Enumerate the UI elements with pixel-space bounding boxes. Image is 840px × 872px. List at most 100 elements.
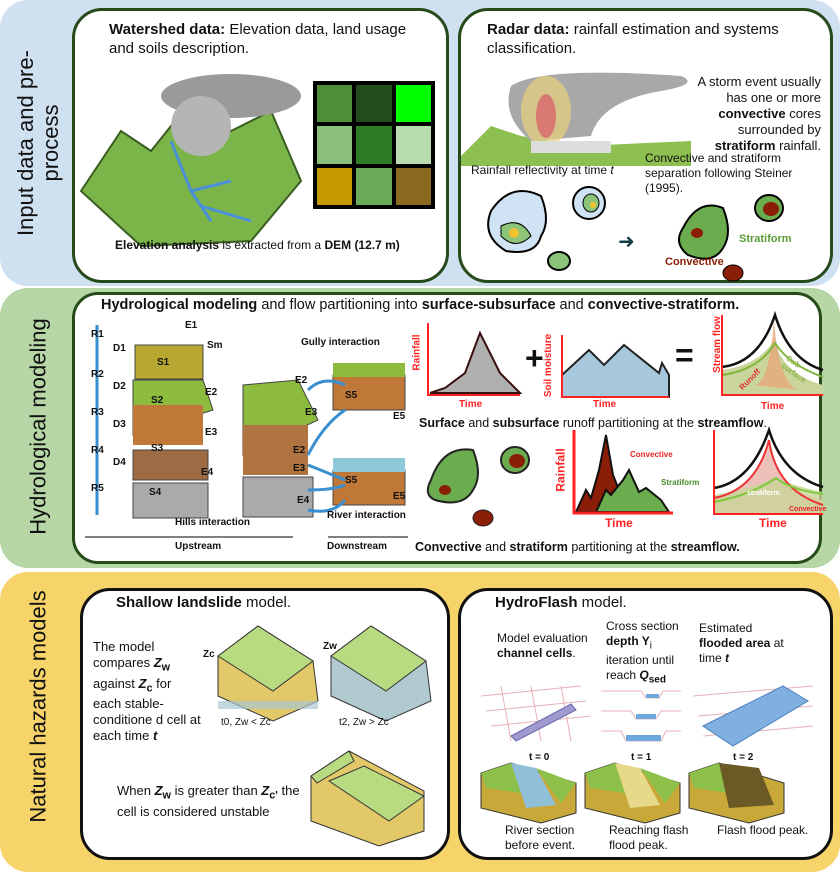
axis-label-rainfall: Rainfall: [411, 334, 423, 371]
cross-section-illustration: [601, 690, 681, 742]
layer-label-e2-river: E2: [293, 445, 306, 456]
flood-peak-illustration: [688, 762, 785, 824]
layer-label-e4-river: E4: [297, 495, 310, 506]
stratiform-chart-label: Stratiform: [661, 478, 700, 487]
hydroflash-title: HydroFlash model.: [495, 594, 627, 611]
river-before-event-illustration: [480, 762, 577, 824]
layer-label-e3-river: E3: [293, 463, 306, 474]
dem-cell: [317, 167, 353, 205]
arrow-icon: ➜: [618, 231, 635, 253]
hills-interaction-label: Hills interaction: [175, 517, 251, 528]
hydro-section-label: Hydrological modeling: [25, 318, 51, 535]
streamflow-chart: [721, 310, 824, 396]
layer-label-s3: S3: [151, 443, 164, 454]
rainfall-hydrograph: [427, 323, 523, 396]
storm-cloud-illustration: [461, 72, 691, 166]
stratiform-label: Stratiform: [739, 233, 792, 245]
layer-label-d1: D1: [113, 343, 126, 354]
cross-section-text: Cross section depth Yi iteration until r…: [606, 619, 679, 686]
hydro-panel: Hydrological modeling and flow partition…: [72, 292, 826, 564]
axis-label-time-4: Time: [605, 516, 633, 530]
unstable-description: When Zw is greater than Zc' the cell is …: [117, 783, 300, 819]
layer-label-d2: D2: [113, 381, 126, 392]
dem-cell: [395, 126, 431, 164]
radar-panel: Radar data: rainfall estimation and syst…: [458, 8, 833, 283]
layer-label-r3: R3: [91, 407, 104, 418]
watershed-panel: Watershed data: Elevation data, land usa…: [72, 8, 449, 283]
layer-label-r4: R4: [91, 445, 104, 456]
convective-label: Convective: [665, 256, 724, 268]
layer-label-s1: S1: [157, 357, 170, 368]
dem-cell: [317, 126, 353, 164]
river-interaction-label: River interaction: [327, 510, 406, 521]
gully-interaction-label: Gully interaction: [301, 337, 380, 348]
dem-cell: [356, 85, 392, 123]
layer-label-e2-gully: E2: [295, 375, 308, 386]
axis-label-time: Time: [459, 399, 483, 410]
layer-label-e3-gully: E3: [305, 407, 318, 418]
layer-label-s2: S2: [151, 395, 164, 406]
reflectivity-caption: Rainfall reflectivity at time t: [471, 163, 614, 177]
dem-cell: [395, 85, 431, 123]
layer-label-e2: E2: [205, 387, 218, 398]
watershed-title: Watershed data: Elevation data, land usa…: [109, 21, 407, 57]
radar-title: Radar data: rainfall estimation and syst…: [487, 21, 779, 57]
layer-label-sm: Sm: [207, 340, 223, 351]
channel-cells-illustration: [480, 685, 592, 742]
convective-small-label: Convective: [789, 506, 827, 513]
landslide-block-t2: [330, 625, 432, 722]
soil-moisture-chart: [561, 335, 670, 398]
layer-label-e5-gully: E5: [393, 411, 406, 422]
surface-caption: Surface and subsurface runoff partitioni…: [419, 416, 767, 430]
axis-label-soil-moisture: Soil moisture: [543, 333, 555, 398]
landslide-block-t0: [217, 625, 319, 722]
layer-label-d4: D4: [113, 457, 126, 468]
input-section-label: Input data and pre-process: [13, 50, 63, 236]
hydroflash-panel: HydroFlash model. Model evaluation chann…: [458, 588, 833, 860]
landslide-description: The model compares Zw against Zc for eac…: [93, 639, 201, 744]
flooded-area-illustration: [692, 685, 814, 747]
layer-label-s5-river: S5: [345, 475, 358, 486]
convective-caption: Convective and stratiform partitioning a…: [415, 540, 740, 554]
dem-cell: [317, 85, 353, 123]
reaching-peak-caption: Reaching flash flood peak.: [609, 823, 689, 852]
t0-label: t = 0: [529, 752, 550, 763]
hazards-section-label: Natural hazards models: [25, 590, 51, 823]
t0-label: t0, Zw < Zc: [221, 717, 271, 728]
downstream-label: Downstream: [327, 541, 388, 552]
zc-label: Zc: [203, 649, 215, 660]
dem-caption: Elevation analysis is extracted from a D…: [115, 238, 400, 252]
layer-label-r5: R5: [91, 483, 104, 494]
convective-streamflow-chart: [713, 425, 824, 515]
river-before-caption: River section before event.: [505, 823, 576, 852]
t1-label: t = 1: [631, 752, 652, 763]
upstream-label: Upstream: [175, 541, 222, 552]
convective-rainfall-chart: [572, 430, 673, 515]
soil-layers-illustration: [85, 325, 408, 538]
layer-label-r1: R1: [91, 329, 104, 340]
layer-label-e1: E1: [185, 320, 198, 331]
dem-cell: [395, 167, 431, 205]
plus-sign: +: [525, 340, 544, 376]
axis-label-rainfall-2: Rainfall: [553, 448, 568, 492]
axis-label-time-5: Time: [759, 516, 787, 530]
dem-grid: [313, 81, 435, 209]
layer-label-e3: E3: [205, 427, 218, 438]
equals-sign: =: [675, 337, 694, 373]
flood-peak-caption: Flash flood peak.: [717, 823, 809, 837]
layer-label-s5-gully: S5: [345, 390, 358, 401]
dem-cell: [356, 126, 392, 164]
layer-label-e4: E4: [201, 467, 214, 478]
dem-cell: [356, 167, 392, 205]
separation-map: [678, 194, 784, 282]
separation-caption: Convective and stratiform separation fol…: [645, 151, 793, 195]
storm-description: A storm event usually has one or more co…: [697, 74, 821, 153]
convective-stratiform-map: [426, 446, 530, 527]
landslide-panel: Shallow landslide model. The model compa…: [80, 588, 450, 860]
stratiform-small-label: stratiform: [747, 490, 780, 497]
zw-label: Zw: [323, 641, 337, 652]
reaching-peak-illustration: [584, 762, 681, 824]
layer-label-e5-river: E5: [393, 491, 406, 502]
layer-label-d3: D3: [113, 419, 126, 430]
flooded-area-text: Estimated flooded area at time t: [699, 621, 784, 665]
